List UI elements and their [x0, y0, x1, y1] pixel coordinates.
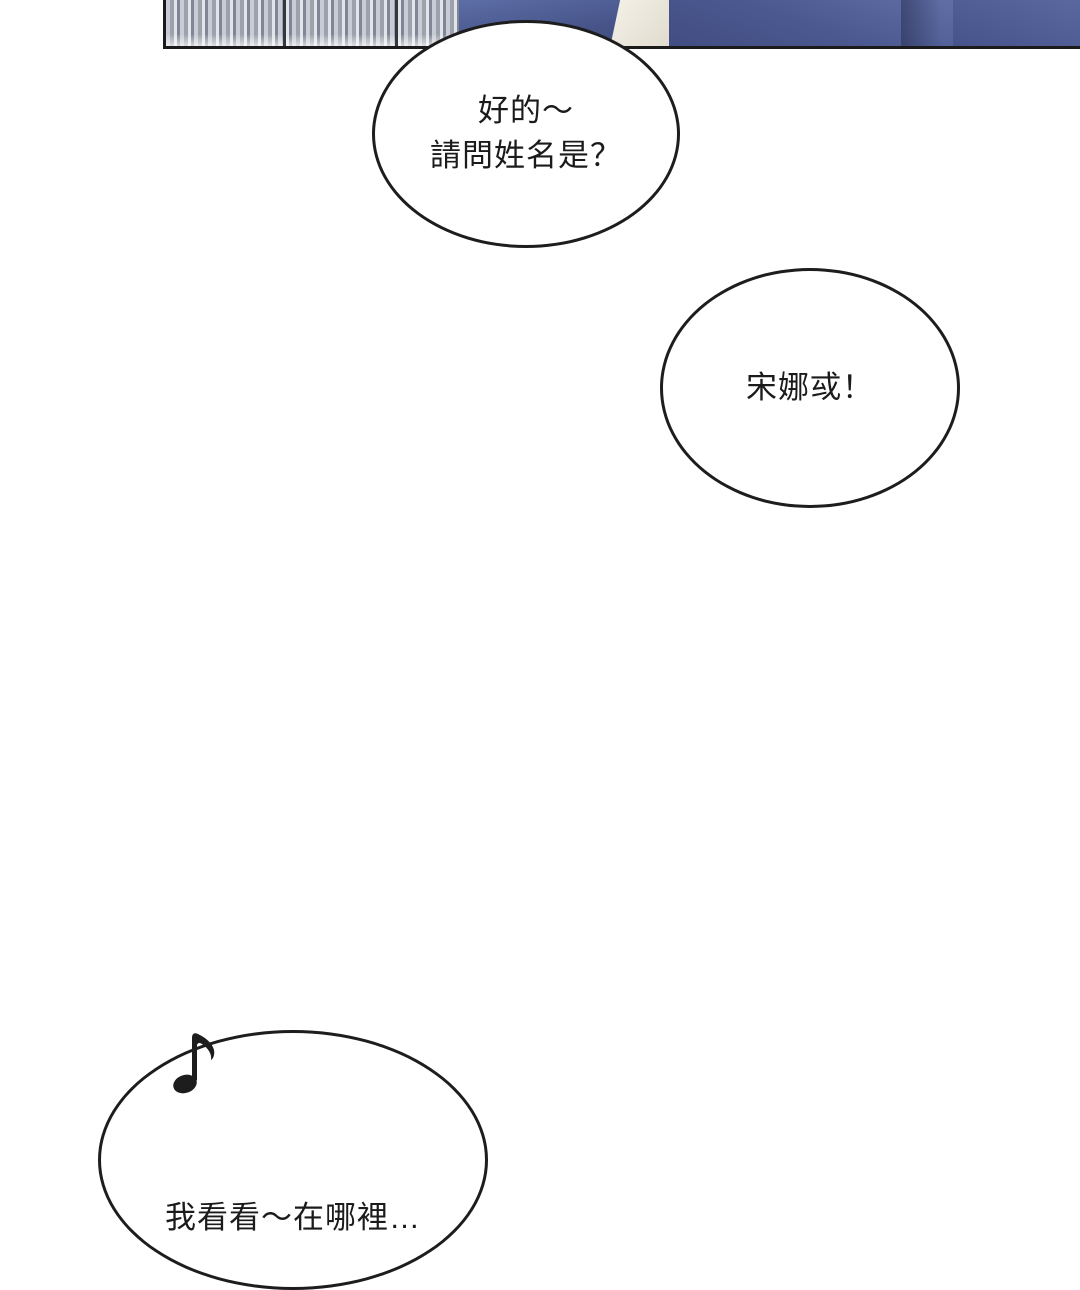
music-note-icon: [173, 1033, 215, 1094]
window-frame-mullion-1: [283, 0, 286, 48]
speech-bubble-bottom: 我看看～在哪裡…: [98, 1030, 488, 1290]
speech-bubble-top-text: 好的～ 請問姓名是？: [430, 93, 622, 173]
character-suit-far-right: [953, 0, 1080, 48]
speech-bubble-name: 宋娜㦯！: [660, 268, 960, 508]
panel-border-left: [163, 0, 166, 48]
speech-bubble-bottom-text: 我看看～在哪裡…: [165, 1199, 421, 1235]
top-comic-panel: [163, 0, 1080, 48]
speech-bubble-name-text: 宋娜㦯！: [746, 369, 874, 405]
window-frame-mullion-2: [395, 0, 398, 48]
panel-shadow: [901, 0, 941, 48]
window-light-glare: [163, 34, 463, 48]
character-suit-right: [669, 0, 999, 48]
speech-bubble-top: 好的～ 請問姓名是？: [372, 20, 680, 248]
